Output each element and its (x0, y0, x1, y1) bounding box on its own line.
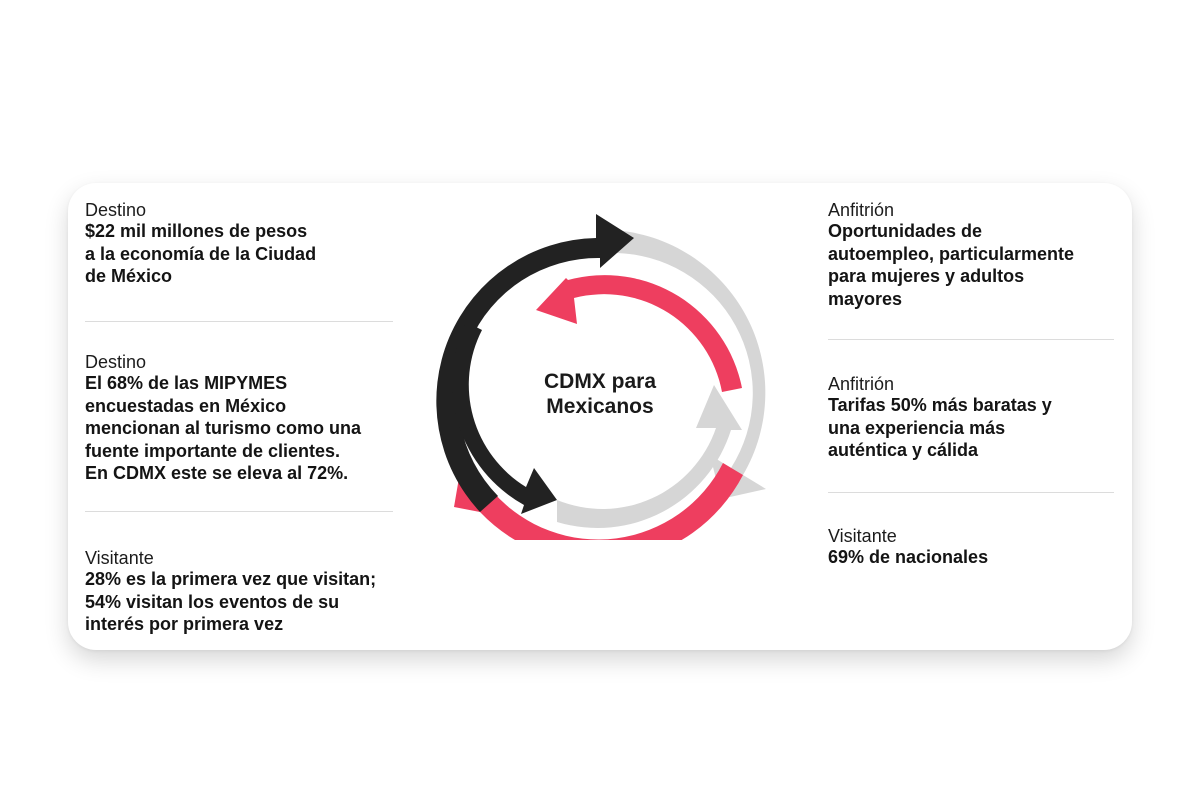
right-divider-2 (828, 492, 1114, 493)
cycle-diagram (436, 214, 766, 540)
gray-arrow (613, 230, 766, 499)
black-arrow-inner (452, 322, 557, 514)
diagram-center-title: CDMX para Mexicanos (543, 370, 657, 418)
right-divider-1 (828, 339, 1114, 340)
left-item-1: Destino $22 mil millones de pesos a la e… (85, 200, 395, 288)
left-item-1-label: Destino (85, 200, 147, 220)
gray-arrow-inner (557, 385, 742, 528)
pink-arrow-inner (536, 275, 742, 392)
right-item-1: Anfitrión Oportunidades de autoempleo, p… (828, 200, 1118, 310)
right-item-1-label: Anfitrión (828, 200, 895, 220)
right-item-3-label: Visitante (828, 526, 897, 546)
left-item-3: Visitante 28% es la primera vez que visi… (85, 548, 405, 636)
right-item-3: Visitante 69% de nacionales (828, 526, 1118, 569)
left-item-2-label: Destino (85, 352, 147, 372)
right-item-2-label: Anfitrión (828, 374, 895, 394)
left-item-3-value: 28% es la primera vez que visitan; 54% v… (85, 569, 377, 634)
left-divider-2 (85, 511, 393, 512)
left-item-2-value: El 68% de las MIPYMES encuestadas en Méx… (85, 373, 362, 483)
left-item-3-label: Visitante (85, 548, 154, 568)
left-divider-1 (85, 321, 393, 322)
pink-arrow-bottom (454, 463, 743, 540)
right-item-3-value: 69% de nacionales (828, 547, 989, 567)
black-arrow (436, 214, 634, 512)
right-item-2: Anfitrión Tarifas 50% más baratas y una … (828, 374, 1118, 462)
left-item-2: Destino El 68% de las MIPYMES encuestada… (85, 352, 400, 485)
right-item-1-value: Oportunidades de autoempleo, particularm… (828, 221, 1075, 309)
left-item-1-value: $22 mil millones de pesos a la economía … (85, 221, 317, 286)
right-item-2-value: Tarifas 50% más baratas y una experienci… (828, 395, 1052, 460)
